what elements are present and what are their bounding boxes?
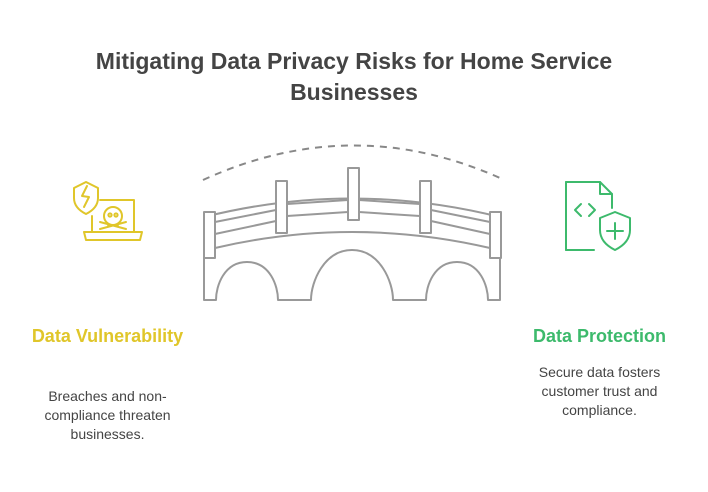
page-title: Mitigating Data Privacy Risks for Home S… [95, 48, 613, 105]
bridge-icon [203, 167, 502, 301]
vulnerability-title: Data Vulnerability [31, 326, 184, 346]
dashed-arc [202, 144, 501, 181]
vulnerability-description: Breaches and non-compliance threaten bus… [44, 388, 171, 442]
laptop-icon [91, 199, 135, 233]
code-brackets-icon [574, 203, 596, 217]
broken-shield-icon [73, 181, 99, 215]
skull-icon [103, 206, 123, 226]
protection-title: Data Protection [532, 326, 667, 346]
code-file-shield-icon [565, 181, 631, 251]
protection-description: Secure data fosters customer trust and c… [538, 364, 661, 418]
laptop-skull-shield-icon [73, 181, 143, 241]
